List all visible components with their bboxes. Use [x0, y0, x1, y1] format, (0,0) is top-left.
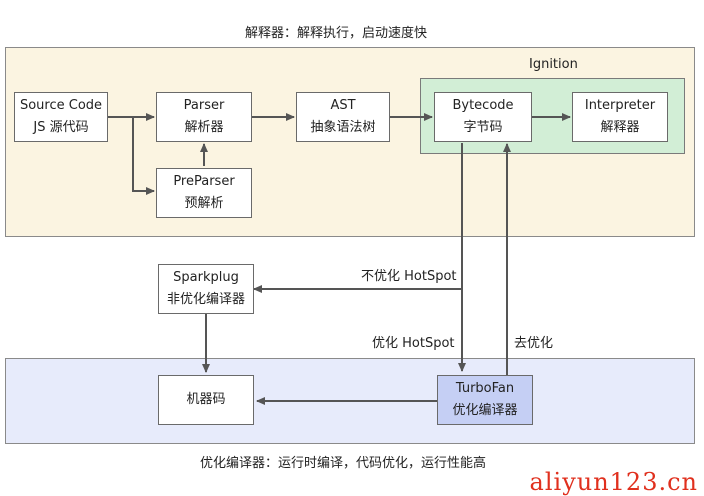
interpreter-subtitle: 解释器	[600, 120, 640, 135]
preparser-node: PreParser 预解析	[156, 168, 252, 218]
turbofan-title: TurboFan	[455, 381, 515, 396]
sparkplug-title: Sparkplug	[173, 270, 239, 285]
edge-label-optimized: 优化 HotSpot	[372, 336, 455, 351]
sparkplug-subtitle: 非优化编译器	[166, 292, 245, 307]
ast-title: AST	[330, 98, 356, 113]
top-caption: 解释器：解释执行，启动速度快	[245, 26, 428, 41]
sparkplug-node: Sparkplug 非优化编译器	[158, 264, 254, 314]
edge-source-to-preparser	[132, 117, 155, 195]
parser-node: Parser 解析器	[156, 92, 252, 142]
bytecode-title: Bytecode	[452, 98, 514, 113]
watermark: aliyun123.cn	[529, 468, 698, 496]
turbofan-subtitle: 优化编译器	[452, 403, 518, 418]
edge-label-deoptimize: 去优化	[514, 336, 554, 351]
preparser-subtitle: 预解析	[184, 196, 224, 211]
edge-label-not-optimized: 不优化 HotSpot	[361, 269, 457, 284]
preparser-title: PreParser	[173, 174, 235, 189]
ast-subtitle: 抽象语法树	[310, 120, 376, 135]
turbofan-node: TurboFan 优化编译器	[437, 375, 533, 425]
ast-node: AST 抽象语法树	[296, 92, 390, 142]
machine-code-node: 机器码	[158, 375, 254, 425]
bytecode-node: Bytecode 字节码	[434, 92, 532, 142]
interpreter-title: Interpreter	[584, 98, 656, 113]
ignition-label: Ignition	[529, 57, 578, 72]
machine-code-title: 机器码	[186, 392, 226, 407]
bottom-caption: 优化编译器：运行时编译，代码优化，运行性能高	[200, 456, 487, 471]
parser-subtitle: 解析器	[184, 120, 224, 135]
source-code-subtitle: JS 源代码	[33, 120, 89, 135]
source-code-title: Source Code	[19, 98, 103, 113]
bytecode-subtitle: 字节码	[463, 120, 503, 135]
parser-title: Parser	[183, 98, 225, 113]
source-code-node: Source Code JS 源代码	[14, 92, 108, 142]
interpreter-node: Interpreter 解释器	[572, 92, 668, 142]
